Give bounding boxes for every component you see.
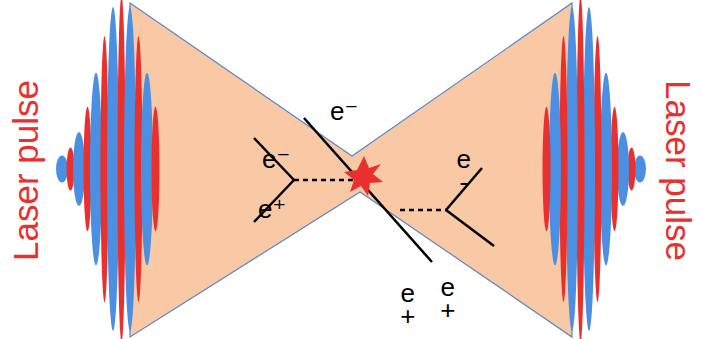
focus-cone [130,3,572,337]
pulse-band [73,132,85,206]
particle-label: e - [456,148,472,195]
particle-label: e + [400,282,416,329]
particle-label: e⁻ [330,98,358,124]
pulse-band [107,7,119,331]
pulse-band [617,132,629,206]
pulse-band [549,73,561,266]
laser-pulse-left [56,0,160,339]
pulse-band [152,107,160,232]
pulse-band [56,156,68,183]
pulse-band [566,7,578,331]
collision-star [344,156,383,196]
pulse-band [90,73,102,266]
particle-label: e + [440,276,456,323]
particle-label: e⁺ [258,196,286,222]
feynman-lines [254,118,494,262]
pulse-band [634,156,646,183]
laser-label: Laser pulse [660,80,695,261]
particle-label: e⁻ [262,146,290,172]
pulse-band [141,73,153,266]
pulse-band [583,7,595,331]
pulse-band [600,73,612,266]
laser-pulse-right [543,0,647,339]
laser-label: Laser pulse [8,80,43,261]
pulse-band [124,7,136,331]
pulse-band [543,107,551,232]
